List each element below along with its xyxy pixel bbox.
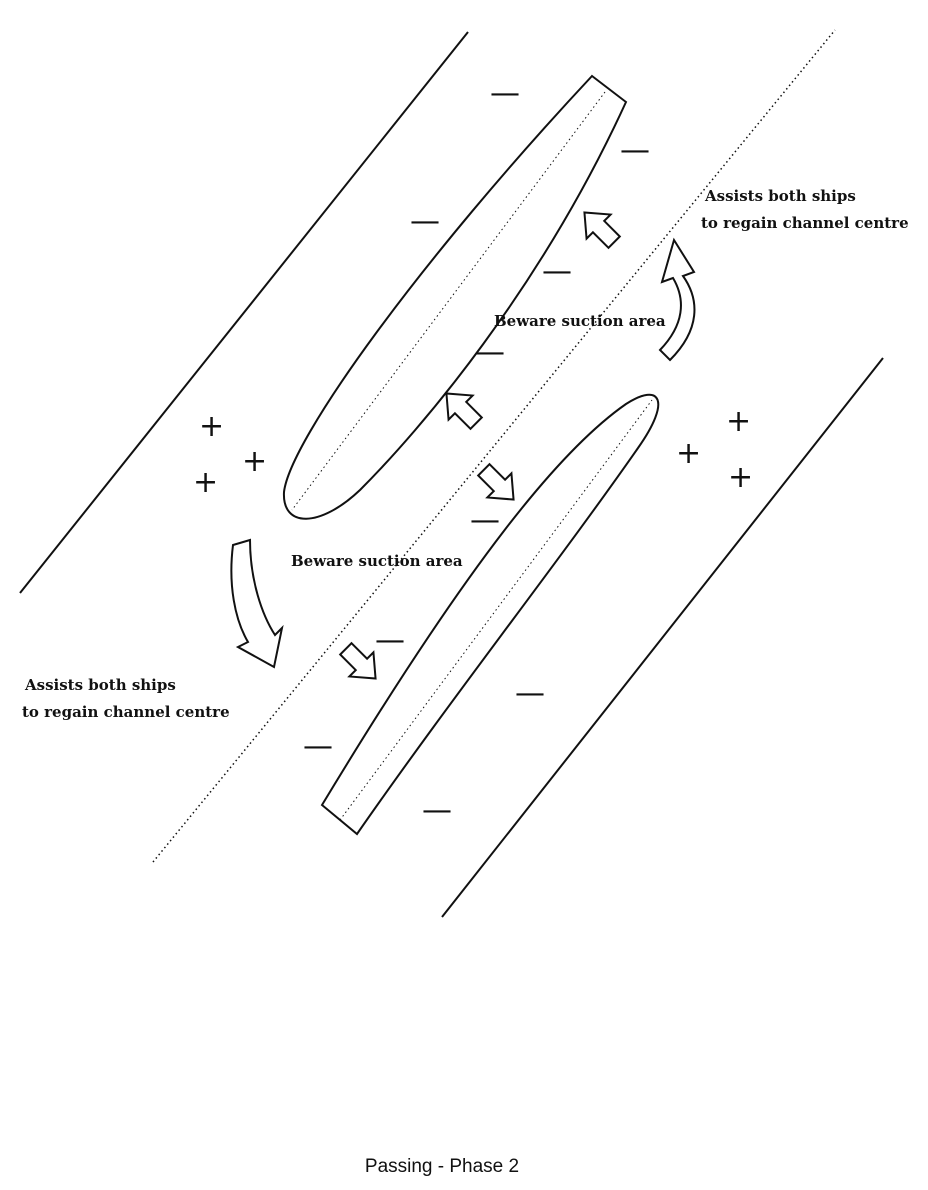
plus-sign: + [199, 409, 224, 444]
arrow-lower-ship-stern-icon [338, 641, 377, 680]
ship-lower [320, 393, 660, 836]
suction-label-lower: Beware suction area [291, 552, 463, 570]
assists-label-bottom-line1: Assists both ships [24, 676, 176, 694]
minus-sign: — [375, 623, 405, 658]
plus-sign: + [728, 460, 753, 495]
minus-sign: — [470, 503, 500, 538]
minus-sign: — [303, 729, 333, 764]
arrow-upper-ship-bow-icon [445, 392, 484, 431]
ship-lower-centreline [339, 399, 653, 821]
curved-arrow-bottom-left-icon [230, 538, 284, 669]
minus-sign: — [542, 254, 572, 289]
assists-label-bottom-line2: to regain channel centre [22, 703, 230, 721]
plus-sign: + [193, 465, 218, 500]
suction-label-upper: Beware suction area [494, 312, 666, 330]
plus-sign: + [676, 436, 701, 471]
plus-sign: + [726, 404, 751, 439]
minus-sign: — [475, 335, 505, 370]
minus-sign: — [422, 793, 452, 828]
ship-upper-centreline [291, 91, 606, 511]
minus-sign: — [620, 133, 650, 168]
arrow-upper-ship-stern-icon [583, 211, 622, 250]
minus-sign: — [410, 204, 440, 239]
curved-arrow-top-right-icon [658, 237, 696, 362]
minus-sign: — [490, 76, 520, 111]
ship-upper [282, 74, 628, 520]
plus-sign: + [242, 444, 267, 479]
arrow-lower-ship-bow-icon [476, 462, 515, 501]
channel-bank-left [19, 31, 469, 594]
minus-sign: — [515, 676, 545, 711]
channel-centre-line [152, 29, 836, 863]
assists-label-top-line1: Assists both ships [704, 187, 856, 205]
channel-bank-right [441, 357, 884, 918]
diagram-caption: Passing - Phase 2 [365, 1156, 519, 1177]
assists-label-top-line2: to regain channel centre [701, 214, 909, 232]
